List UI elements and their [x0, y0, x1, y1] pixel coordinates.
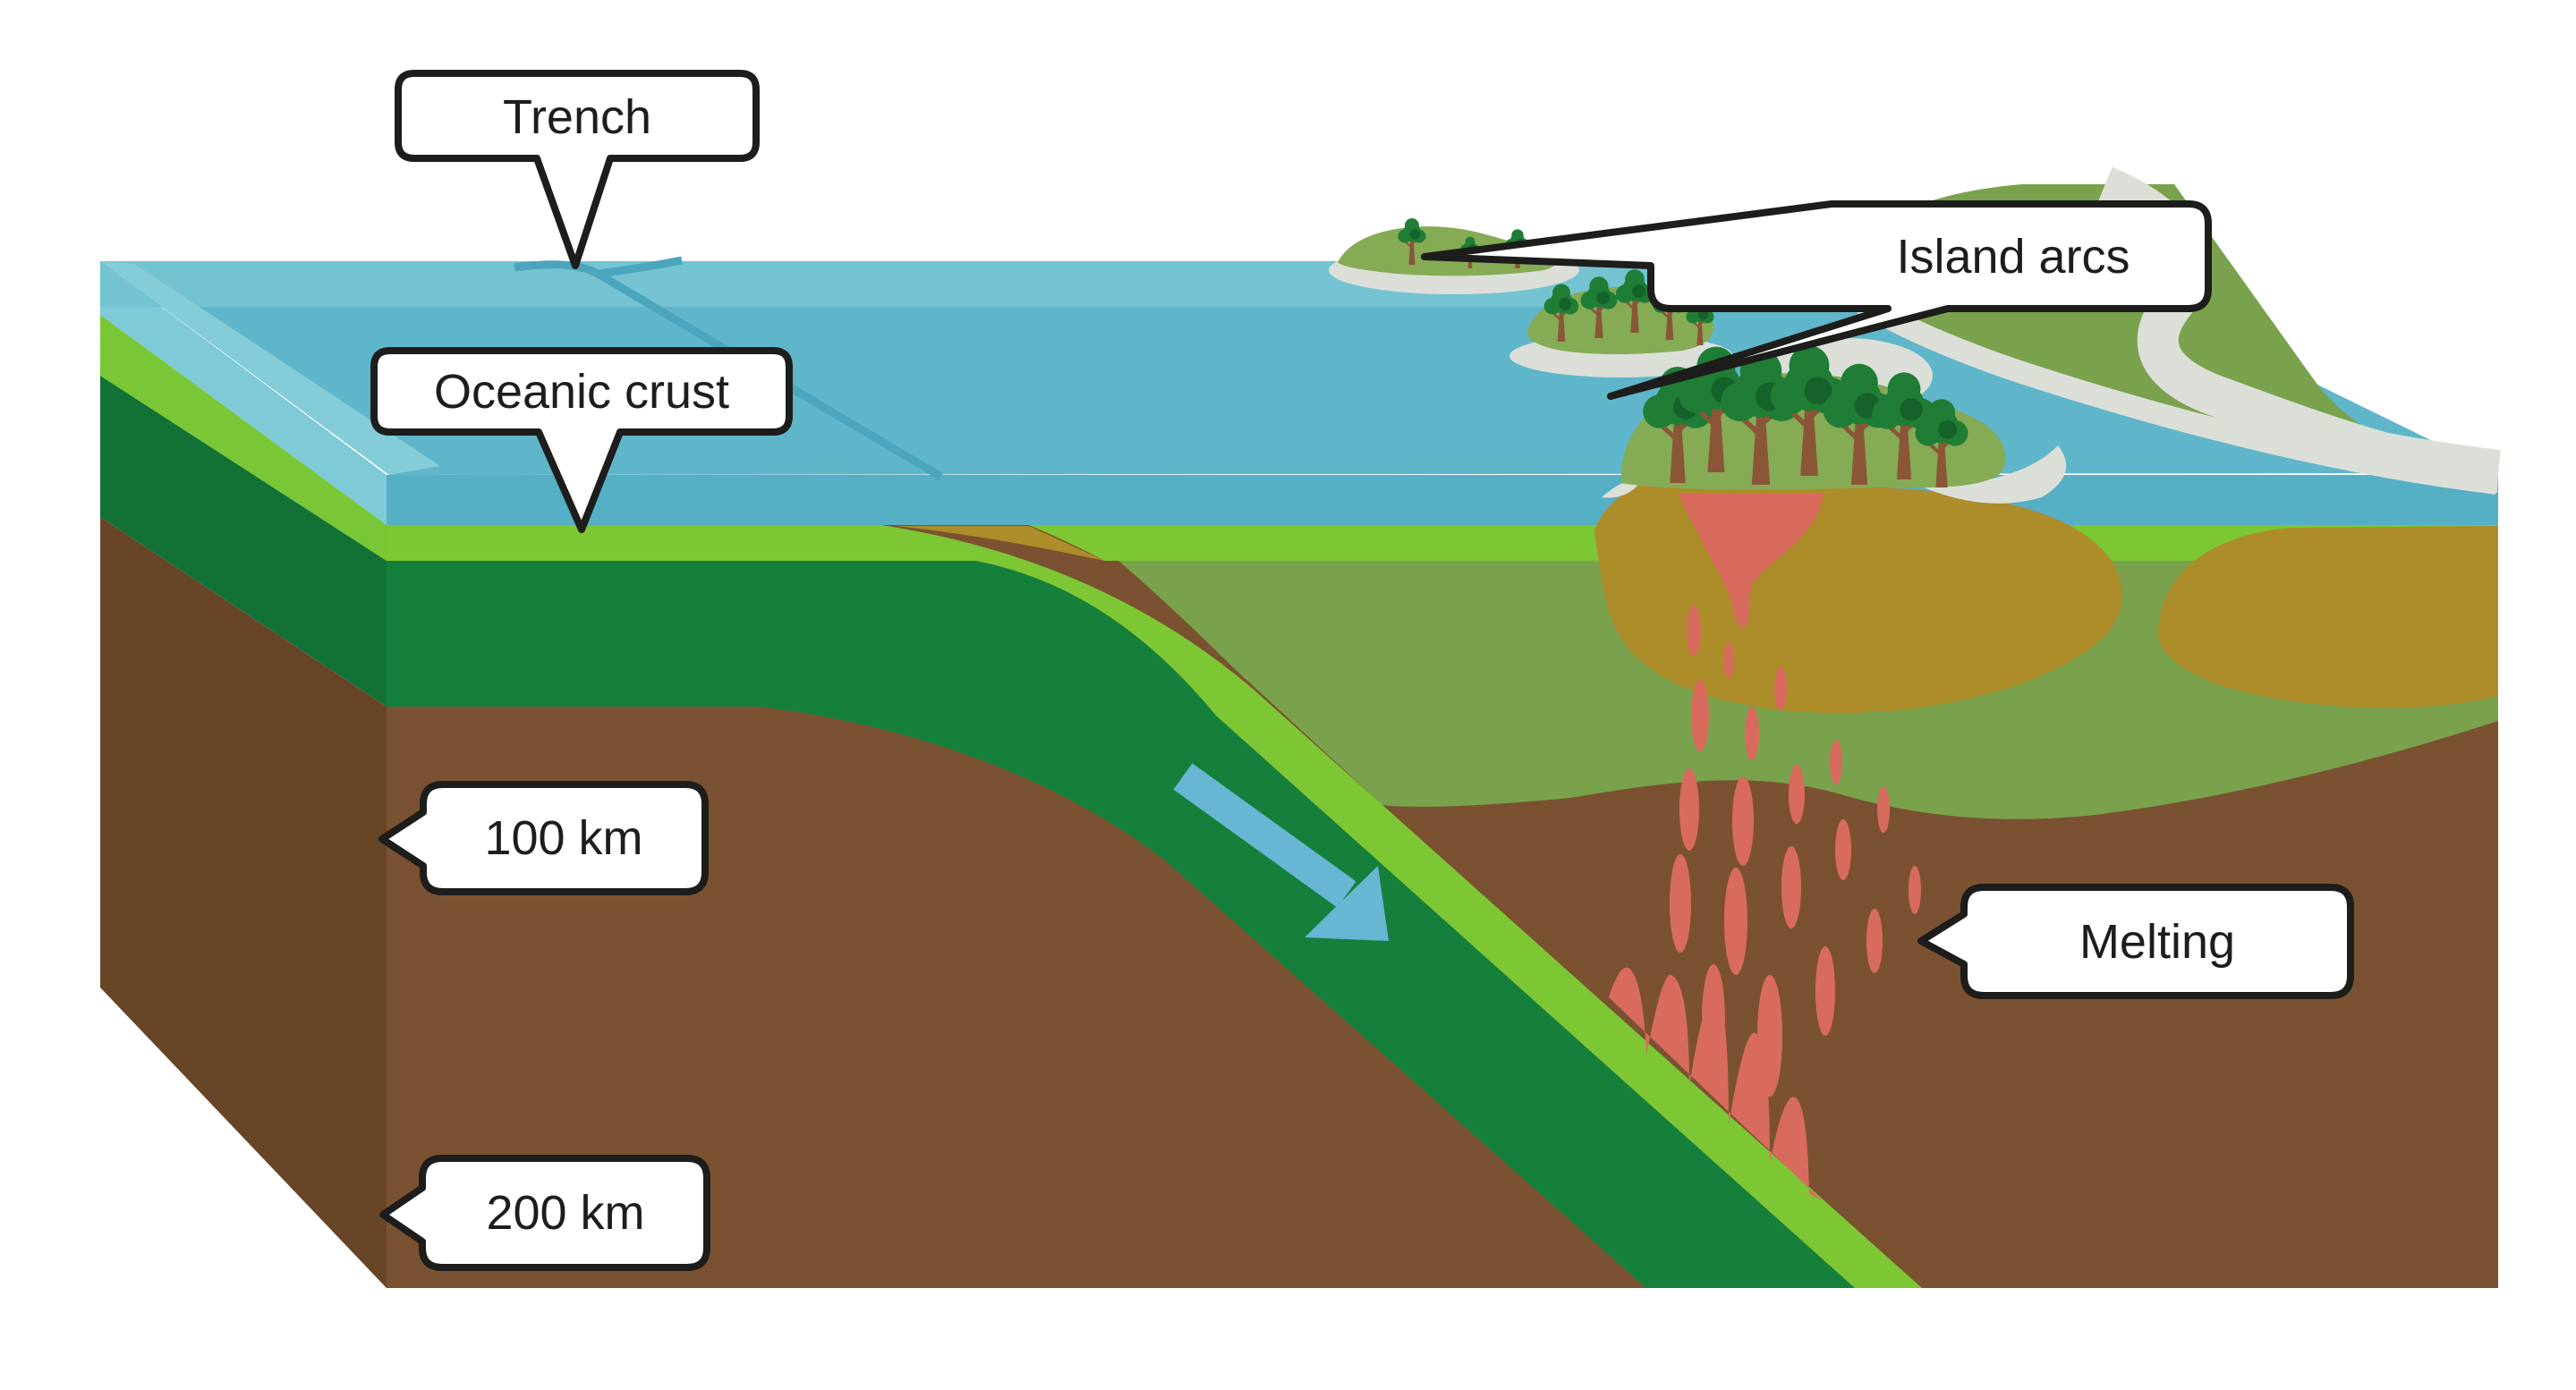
side-water-layer [100, 261, 387, 525]
front-island-fringe-right [1924, 445, 2067, 504]
subduction-arrow [1173, 763, 1389, 941]
melt-droplet [1835, 819, 1851, 880]
melt-droplet [1877, 786, 1890, 833]
melt-droplet [1909, 866, 1921, 914]
melt-on-slab-flame [1609, 967, 1822, 1200]
melt-droplet [1724, 868, 1747, 975]
pluton-right [2157, 526, 2498, 708]
melt-droplet [1745, 707, 1759, 760]
melt-droplet [1781, 846, 1801, 928]
trench-surface-line [514, 260, 944, 480]
side-lithosphere-layer [100, 376, 387, 707]
island-arcs-label: Island arcs [1896, 230, 2130, 284]
oceanic-crust-callout [370, 347, 793, 533]
trench-label: Trench [503, 90, 651, 144]
melt-droplet [1815, 946, 1835, 1036]
melt-droplet [1687, 606, 1701, 656]
side-oceanic-crust-layer [100, 315, 387, 561]
depth-100km-callout [378, 781, 709, 895]
melt-droplet [1670, 854, 1691, 953]
trench-callout [395, 70, 760, 269]
callouts: Trench Oceanic crust Island arcs Melting… [370, 70, 2354, 1271]
melting-label: Melting [2079, 915, 2235, 969]
melt-droplet [1691, 680, 1709, 751]
subducting-slab [387, 561, 1855, 1288]
melt-droplet [1789, 765, 1805, 824]
melting-callout [1917, 884, 2354, 999]
island-arcs-callout [1421, 200, 2212, 400]
melt-droplet [1732, 776, 1754, 866]
side-mantle-layer [100, 517, 387, 1288]
block-left-face [100, 261, 387, 1288]
oceanic-crust-label: Oceanic crust [434, 365, 729, 419]
depth-200km-callout [379, 1155, 710, 1271]
depth-200km-label: 200 km [486, 1186, 644, 1240]
melt-droplet [1866, 909, 1883, 973]
depth-100km-label: 100 km [484, 811, 642, 865]
ocean-left-bevel [100, 261, 440, 475]
melt-droplet [1830, 740, 1842, 784]
arrow-head-icon [1305, 866, 1389, 941]
accretionary-wedge [895, 526, 1105, 561]
magma-chamber [1678, 494, 1824, 628]
melt-droplet [1679, 768, 1699, 851]
melt-droplet [1723, 642, 1734, 678]
trench-surface-line-2 [597, 256, 683, 278]
melt-droplet [1774, 667, 1787, 710]
islands [1329, 217, 2067, 504]
front-water-band [387, 475, 2498, 525]
arrow-shaft [1173, 763, 1356, 908]
